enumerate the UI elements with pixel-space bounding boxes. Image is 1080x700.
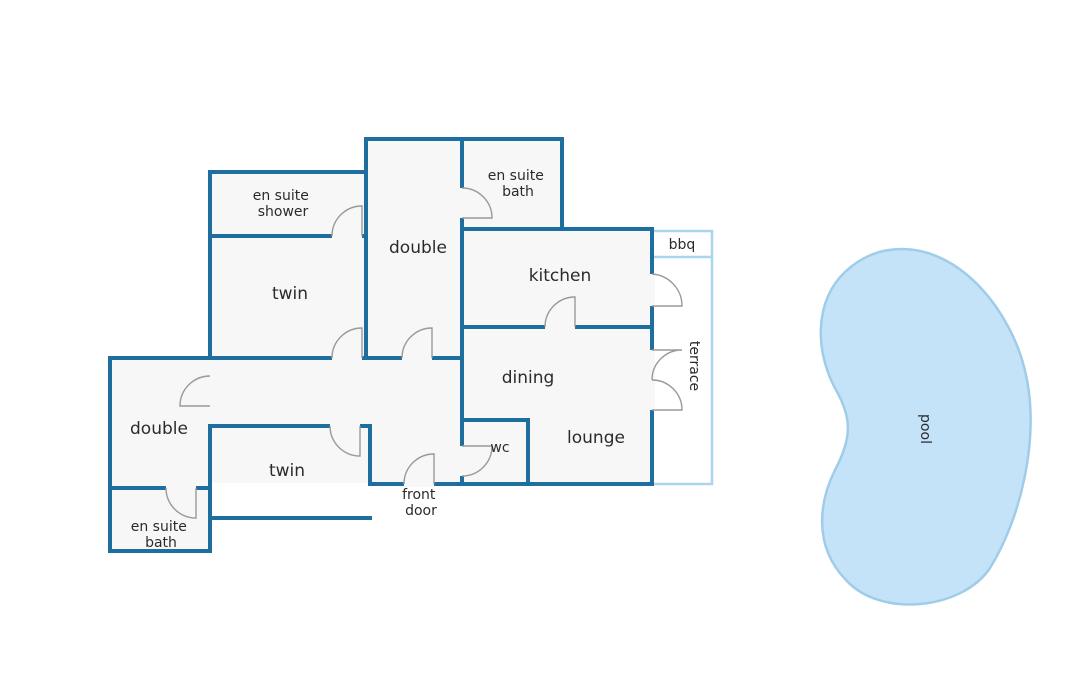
label-dining: dining bbox=[502, 368, 555, 388]
door-swing-twin-upper bbox=[331, 327, 363, 359]
label-kitchen: kitchen bbox=[529, 266, 592, 286]
label-en-suite-bath-top: en suite bath bbox=[488, 168, 549, 200]
label-wc: wc bbox=[490, 440, 509, 456]
door-swing-twin-lower bbox=[329, 425, 361, 457]
door-swing-double-left bbox=[179, 375, 211, 407]
label-terrace: terrace bbox=[686, 341, 702, 391]
door-swing-terrace-a bbox=[651, 349, 683, 381]
label-bbq: bbq bbox=[669, 237, 696, 253]
room-floors bbox=[112, 139, 652, 551]
label-double-center: double bbox=[389, 238, 447, 258]
door-swing-double-center bbox=[401, 327, 433, 359]
door-swing-ensuite-bottom bbox=[165, 487, 197, 519]
label-en-suite-bath-bottom: en suite bath bbox=[131, 519, 192, 551]
label-pool: pool bbox=[917, 414, 933, 444]
door-swing-front bbox=[403, 453, 435, 485]
pool-shape bbox=[819, 247, 1032, 606]
label-lounge: lounge bbox=[567, 428, 625, 448]
label-twin-upper: twin bbox=[272, 284, 308, 304]
label-twin-lower: twin bbox=[269, 461, 305, 481]
door-swing-shower bbox=[331, 205, 363, 237]
door-swing-kitchen bbox=[544, 296, 576, 328]
door-swings bbox=[165, 187, 683, 519]
terrace-outline bbox=[652, 229, 714, 486]
label-double-left: double bbox=[130, 419, 188, 439]
door-swing-kitchen-terrace bbox=[651, 273, 683, 307]
door-swing-wc bbox=[461, 445, 493, 477]
label-en-suite-shower: en suite shower bbox=[253, 188, 314, 220]
door-swing-ensuite-top bbox=[461, 187, 493, 219]
label-front-door: front door bbox=[402, 487, 440, 519]
door-swing-terrace-b bbox=[651, 379, 683, 411]
